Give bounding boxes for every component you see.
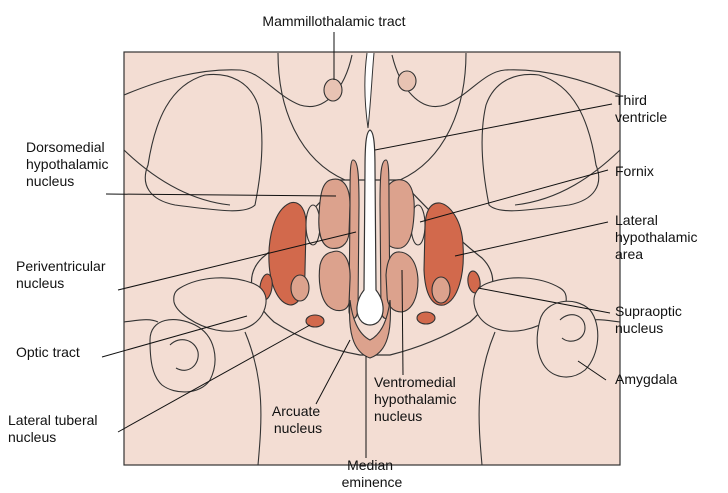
label-median-eminence: Median eminence [342,457,403,490]
periventricular-nucleus-left [349,160,359,319]
label-lateral-tuberal-nucleus: Lateral tuberal nucleus [8,412,101,445]
fornix-left [306,205,320,245]
mammillothalamic-tract-left [324,79,342,101]
amygdala-right [537,301,598,377]
label-dorsomedial-nucleus: Dorsomedial hypothalamic nucleus [26,139,112,189]
label-arcuate-nucleus: Arcuate nucleus [272,403,324,436]
tuberomammillary-right [432,277,450,303]
mammillothalamic-tract-right [398,71,416,91]
label-lateral-hypothalamic-area: Lateral hypothalamic area [615,212,701,262]
dorsomedial-nucleus-left [319,179,350,248]
label-third-ventricle: Third ventricle [615,92,667,125]
tuberomammillary-left [291,275,309,301]
lateral-tuberal-nucleus-right [417,312,435,324]
label-mammillothalamic-tract: Mammillothalamic tract [262,13,405,29]
label-fornix: Fornix [615,163,654,179]
label-periventricular-nucleus: Periventricular nucleus [16,258,109,291]
label-optic-tract: Optic tract [16,344,80,360]
label-amygdala: Amygdala [615,371,677,387]
label-supraoptic-nucleus: Supraoptic nucleus [615,303,686,336]
